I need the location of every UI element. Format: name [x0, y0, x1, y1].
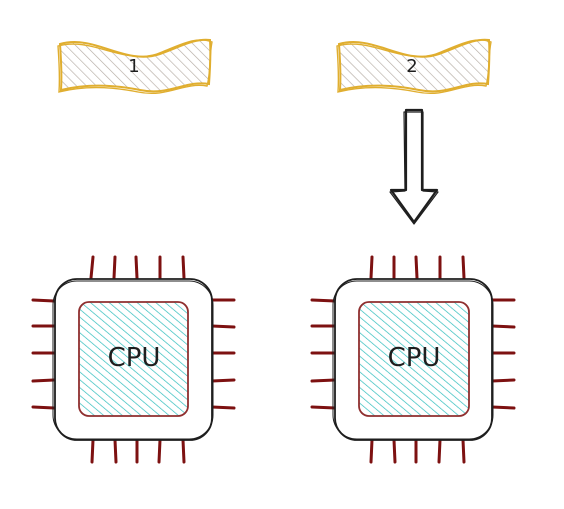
- flag-1-ribbon-outline: [57, 39, 213, 94]
- chip-2-die: [358, 301, 470, 417]
- chip-1-body-outline: [52, 280, 214, 440]
- chip-2-label: CPU: [388, 343, 441, 373]
- cpu-chip-1: CPU: [31, 255, 236, 464]
- flag-1: 1: [57, 38, 213, 94]
- chip-1-label: CPU: [108, 343, 161, 373]
- flag-2: 2: [336, 38, 492, 94]
- flag-2-ribbon-outline: [336, 39, 492, 94]
- chip-2-body-outline: [332, 280, 494, 440]
- chip-1-pins: [31, 255, 236, 464]
- chip-1-die: [78, 301, 189, 417]
- cpu-chip-2: CPU: [310, 255, 516, 464]
- down-arrow-icon: [389, 108, 439, 225]
- chip-2-pins: [310, 255, 516, 464]
- flag-1-label: 1: [128, 56, 139, 77]
- flag-2-label: 2: [406, 56, 417, 77]
